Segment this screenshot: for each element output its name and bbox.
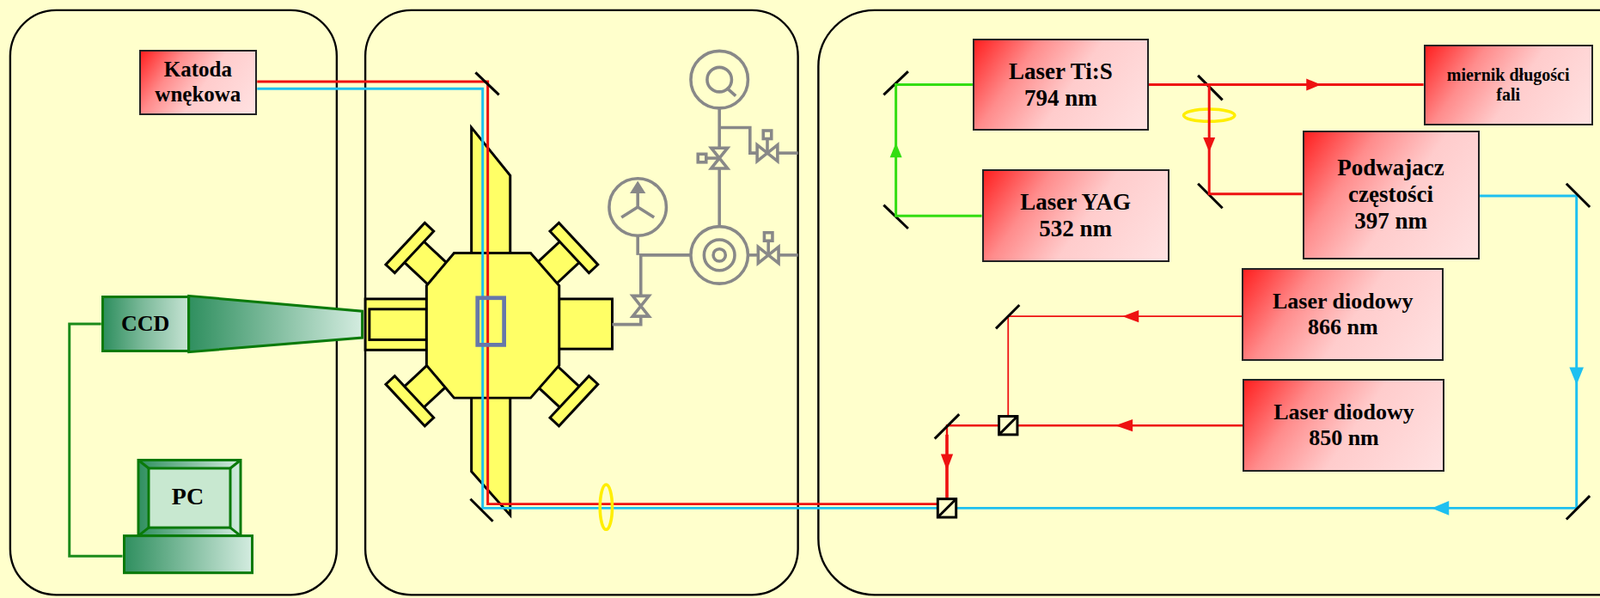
panel: [10, 10, 1600, 595]
vacuum-pump-system: [778, 253, 799, 257]
laser-beam: [946, 425, 1245, 498]
vacuum-pump-system: [777, 151, 799, 155]
vacuum-pump-system: [726, 87, 737, 97]
vacuum-pump-system: [713, 249, 726, 262]
vacuum-pump-system: [635, 235, 640, 256]
computer-icon: [122, 458, 254, 575]
vacuum-pump-system: [632, 295, 649, 317]
trap-electrode: [477, 298, 505, 346]
mirror: [475, 72, 499, 95]
box-label: Laser diodowy: [1251, 288, 1434, 315]
beam-connector: [69, 323, 123, 556]
frequency-doubler-box: Podwajacz częstości397 nm: [1302, 130, 1480, 260]
box-label: Katoda wnękowa: [146, 57, 251, 108]
box-label: 397 nm: [1311, 207, 1472, 235]
box-label: Laser YAG: [992, 189, 1160, 216]
arrowhead: [1306, 79, 1321, 92]
mirror: [934, 414, 960, 440]
vacuum-pump-system: [703, 239, 735, 271]
laser-beam: [256, 88, 939, 508]
vacuum-chamber: [385, 376, 434, 427]
computer: PC: [122, 458, 254, 575]
box-label: PC: [122, 482, 254, 511]
arrowhead: [1203, 137, 1216, 153]
vacuum-pump-system: [609, 178, 667, 237]
laser-box: Laser Ti:S794 nm: [972, 38, 1149, 131]
ccd-cone: [189, 295, 363, 352]
vacuum-chamber: [426, 253, 559, 399]
box-label: Laser Ti:S: [983, 58, 1139, 86]
vacuum-pump-system: [763, 232, 773, 242]
mirror: [1566, 183, 1590, 208]
mirror: [1566, 495, 1590, 520]
arrowhead: [890, 142, 903, 158]
beam-connector: [890, 85, 983, 217]
laser-box: Laser diodowy850 nm: [1242, 378, 1445, 472]
vacuum-chamber: [369, 309, 428, 341]
mirror: [470, 499, 493, 522]
beam-connector: [1148, 85, 1303, 195]
ccd-cone: [189, 295, 363, 352]
box-label: miernik długości fali: [1447, 65, 1570, 105]
vacuum-pump-system: [763, 130, 772, 140]
box-label: 794 nm: [983, 85, 1139, 112]
beam-splitter-cube: [937, 499, 956, 518]
laser-box: Laser diodowy866 nm: [1241, 268, 1444, 361]
mirror: [995, 305, 1020, 329]
vacuum-pump-system: [766, 240, 770, 256]
beam-splitter-cube: [937, 416, 1018, 519]
computer-icon: [123, 536, 252, 574]
wavemeter-box: miernik długości fali: [1423, 44, 1594, 126]
beam-connector: [69, 323, 123, 556]
laser-beam: [1007, 316, 1243, 416]
vacuum-pump-system: [690, 226, 749, 285]
laser-box: Laser YAG532 nm: [982, 169, 1170, 263]
vacuum-pump-system: [706, 156, 720, 160]
box-label: Laser diodowy: [1252, 399, 1435, 426]
trap-electrode: [477, 298, 505, 346]
computer-icon: [138, 460, 149, 470]
vacuum-pump-system: [641, 255, 691, 297]
laser-beam: [256, 81, 939, 505]
waveplate: [599, 484, 612, 530]
beam-splitter-cube: [999, 416, 1018, 435]
beam-connector: [1148, 85, 1303, 195]
beam-arrow: [940, 453, 953, 471]
beam-splitter-cube: [937, 499, 956, 518]
vacuum-pump-system: [719, 127, 758, 153]
beam-arrow: [1569, 367, 1584, 385]
beam-arrow: [1122, 310, 1139, 323]
laser-beam: [256, 81, 1576, 508]
vacuum-chamber: [549, 222, 599, 273]
vacuum-pump-system: [637, 207, 654, 218]
box-label: 850 nm: [1252, 425, 1435, 452]
vacuum-pump-system: [632, 183, 643, 193]
vacuum-chamber: [385, 222, 434, 273]
vacuum-pump-system: [621, 207, 638, 218]
box-label: 532 nm: [992, 215, 1160, 243]
ccd-camera: CCD: [101, 295, 190, 352]
vacuum-pump-system: [765, 139, 770, 154]
box-label: 866 nm: [1251, 314, 1434, 341]
panel: [10, 10, 337, 595]
beam-connector: [896, 85, 983, 217]
vacuum-pump-system: [717, 168, 721, 227]
vacuum-pump-system: [609, 50, 799, 324]
beam-arrow: [1431, 500, 1449, 516]
waveplate: [599, 109, 1235, 530]
box-label: CCD: [107, 311, 184, 337]
beam-arrow: [1115, 419, 1133, 432]
cathode-lamp-box: Katoda wnękowa: [139, 49, 257, 116]
vacuum-chamber: [549, 376, 599, 427]
vacuum-pump-system: [690, 50, 749, 109]
beam-splitter-cube: [999, 416, 1018, 435]
vacuum-pump-system: [697, 153, 707, 163]
mirror: [470, 71, 1590, 522]
computer-icon: [230, 460, 241, 470]
box-label: Podwajacz częstości: [1311, 154, 1472, 208]
